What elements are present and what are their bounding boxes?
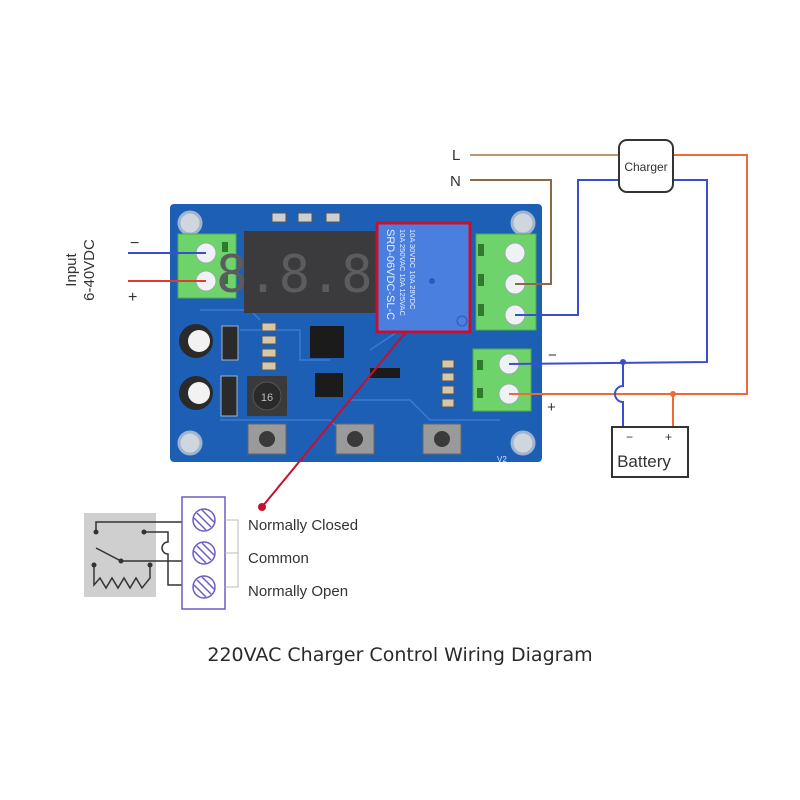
controller-board: 8.8.8. SRD-06VDC-SL-C 10A 250VAC 10A 125… xyxy=(170,204,542,464)
diode xyxy=(220,375,238,417)
display-digits: 8.8.8. xyxy=(216,245,404,305)
relay-highlight-box xyxy=(375,221,472,334)
ic-chip xyxy=(310,326,344,358)
battery-minus-label: − xyxy=(626,430,633,444)
pointer-dot xyxy=(258,503,266,511)
input-plus-label: + xyxy=(128,289,137,306)
input-terminal-block xyxy=(177,233,237,299)
inductor-marking: 16 xyxy=(261,392,273,404)
battery-terminal-plus-label: + xyxy=(547,399,556,416)
push-button[interactable] xyxy=(335,423,375,455)
battery-minus-drop xyxy=(614,362,624,428)
push-button[interactable] xyxy=(422,423,462,455)
junction-dot xyxy=(670,391,676,397)
smd-resistors xyxy=(261,322,455,408)
relay-nc-screw xyxy=(504,242,526,264)
relay-rating-1: 10A 250VAC 10A 125VAC xyxy=(398,229,407,316)
inductor: 16 xyxy=(247,376,287,416)
charger-positive-wire xyxy=(509,154,748,395)
input-voltage-label: 6-40VDC xyxy=(81,239,98,301)
push-button[interactable] xyxy=(247,423,287,455)
wires xyxy=(128,154,748,508)
battery-box: − + Battery xyxy=(611,426,689,478)
battery-label: Battery xyxy=(617,452,671,471)
relay-pointer-line xyxy=(261,332,406,508)
ic-chip xyxy=(315,373,343,397)
relay-legend: Normally Closed Common Normally Open xyxy=(84,496,358,610)
mains-line-label: L xyxy=(452,147,460,164)
input-minus-label: − xyxy=(130,235,139,252)
diode xyxy=(221,325,239,361)
junction-dot xyxy=(620,359,626,365)
diagram-title: 220VAC Charger Control Wiring Diagram xyxy=(207,644,593,666)
status-leds xyxy=(271,212,341,223)
legend-normally-closed: Normally Closed xyxy=(248,517,358,534)
seven-segment-display: 8.8.8. xyxy=(216,231,404,313)
legend-normally-open: Normally Open xyxy=(248,583,348,600)
legend-common: Common xyxy=(248,550,309,567)
relay-terminal-block xyxy=(475,233,537,331)
battery-terminal-minus-label: − xyxy=(548,347,557,364)
mains-neutral-wire xyxy=(470,179,552,285)
capacitor xyxy=(179,324,213,410)
mounting-hole xyxy=(177,210,536,456)
charger-box: Charger xyxy=(618,139,674,193)
battery-plus-label: + xyxy=(665,430,672,444)
battery-terminal-block xyxy=(472,348,532,412)
transistor xyxy=(370,368,400,378)
charger-to-relay-wire xyxy=(515,179,618,316)
charger-label: Charger xyxy=(624,160,667,174)
relay-rating-2: 10A 30VDC 10A 28VDC xyxy=(408,229,417,310)
board-corner-label: V2 xyxy=(497,455,507,464)
mains-neutral-label: N xyxy=(450,173,461,190)
input-label: Input xyxy=(63,252,80,286)
charger-negative-wire xyxy=(508,179,708,365)
relay: SRD-06VDC-SL-C 10A 250VAC 10A 125VAC 10A… xyxy=(375,221,472,334)
relay-model: SRD-06VDC-SL-C xyxy=(384,229,396,320)
